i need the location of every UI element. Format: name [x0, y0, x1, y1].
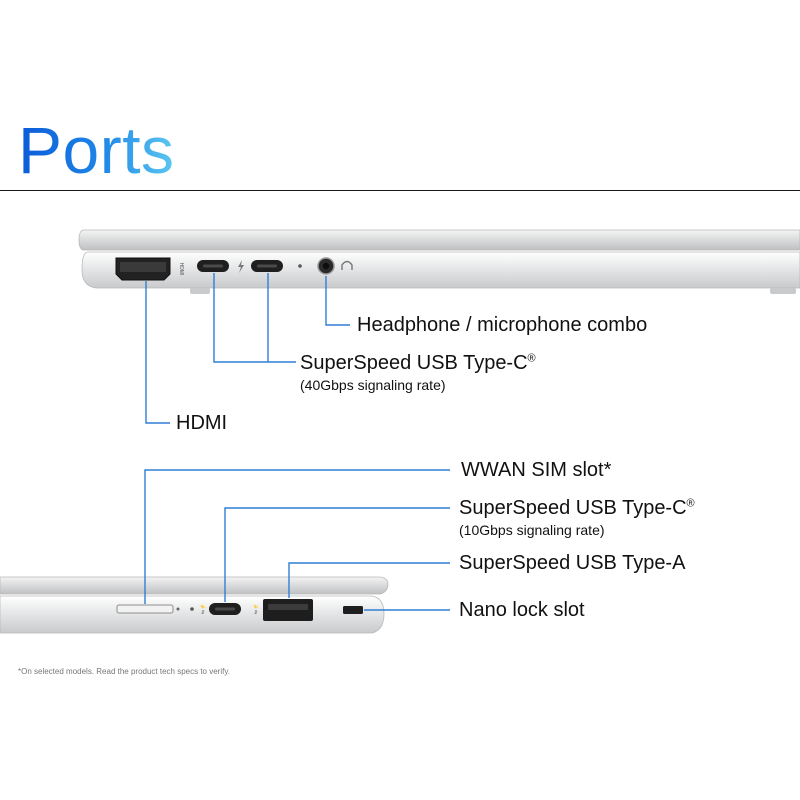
svg-text:⚡⇆: ⚡⇆ — [199, 604, 206, 614]
laptop-right-side-view: ⚡⇆ ⚡⇆ — [0, 576, 389, 634]
callout-line-usbc-10 — [224, 507, 450, 602]
svg-text:⚡⇆: ⚡⇆ — [252, 604, 259, 614]
label-nano-lock-slot: Nano lock slot — [459, 599, 585, 621]
callout-line-audio — [325, 276, 350, 326]
sublabel-usb-c-40gbps: (40Gbps signaling rate) — [300, 377, 446, 393]
callout-line-usbc-40 — [213, 273, 296, 363]
label-usb-c-10gbps: SuperSpeed USB Type-C® — [459, 496, 695, 520]
hdmi-port-marking: HDMI — [178, 263, 184, 276]
right-side-callout-lines — [144, 469, 450, 611]
callout-line-hdmi — [145, 281, 170, 424]
sim-slot — [116, 604, 174, 614]
footnote: *On selected models. Read the product te… — [18, 667, 230, 676]
label-usb-c-40gbps: SuperSpeed USB Type-C® — [300, 351, 536, 375]
label-usb-type-a: SuperSpeed USB Type-A — [459, 552, 686, 574]
thunderbolt-icon — [238, 260, 244, 273]
label-usb-c-40gbps-text: SuperSpeed USB Type-C — [300, 352, 528, 374]
callout-line-sim — [144, 469, 450, 604]
callout-line-usba — [288, 562, 450, 598]
label-hdmi: HDMI — [176, 412, 228, 434]
laptop-left-side-view: HDMI — [78, 229, 800, 294]
headset-icon — [341, 260, 353, 270]
left-side-callout-lines — [145, 273, 350, 424]
registered-mark: ® — [527, 352, 536, 365]
sublabel-usb-c-10gbps: (10Gbps signaling rate) — [459, 522, 605, 538]
label-wwan-sim-slot: WWAN SIM slot* — [461, 459, 612, 481]
label-usb-c-10gbps-text: SuperSpeed USB Type-C — [459, 497, 687, 519]
status-led — [298, 264, 302, 268]
title-divider — [0, 190, 800, 191]
label-headphone-mic-combo: Headphone / microphone combo — [357, 314, 648, 336]
registered-mark: ® — [686, 497, 695, 510]
nano-lock-slot — [343, 606, 363, 614]
page-title: Ports — [18, 113, 175, 187]
